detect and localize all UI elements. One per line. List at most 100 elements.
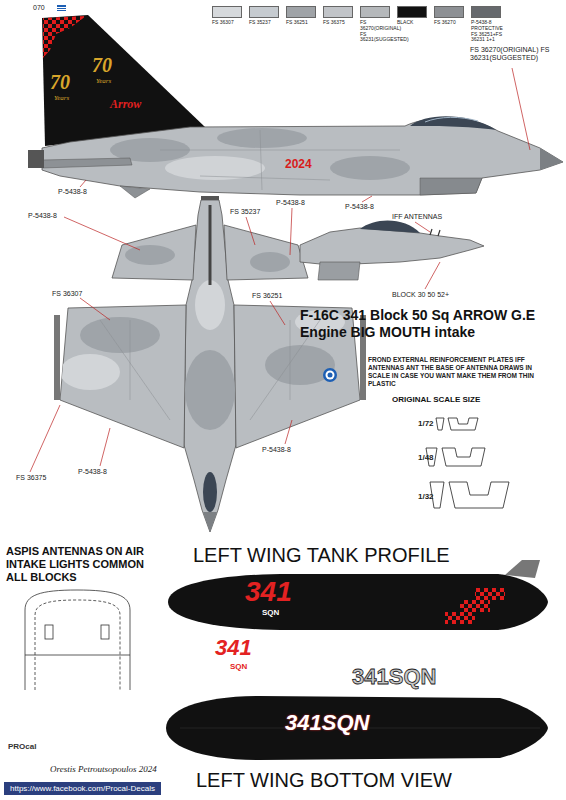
top-view xyxy=(60,354,120,390)
side-view xyxy=(330,156,410,180)
tail-number: 070 xyxy=(33,4,45,12)
side-view xyxy=(160,130,400,190)
legend-entry: BLACK xyxy=(397,6,433,26)
drop-tanks xyxy=(168,574,548,630)
nose-detail xyxy=(318,262,360,280)
scale-label: 1/72 xyxy=(418,419,434,428)
side-view xyxy=(28,150,44,168)
reinforcement-plates xyxy=(442,448,485,466)
color-callout: P-5438-8 xyxy=(58,188,87,196)
scale-label: 1/48 xyxy=(418,453,434,462)
side-view xyxy=(28,5,566,198)
tank-marking: 341SQN xyxy=(285,712,369,734)
leader-lines xyxy=(64,217,140,250)
leader-lines xyxy=(80,180,86,187)
top-view xyxy=(54,315,60,400)
side-view xyxy=(425,117,478,122)
legend-entry: FS 35237 xyxy=(249,6,285,26)
side-view xyxy=(110,128,566,180)
side-view xyxy=(540,140,566,180)
top-view xyxy=(203,472,217,512)
color-swatch xyxy=(360,6,390,18)
tank-marking: 341 xyxy=(245,578,292,606)
side-view xyxy=(57,9,66,10)
color-label: P-5438-8 PROTECTIVE FS 36251+FS 36231 1+… xyxy=(471,20,507,43)
note-text: FROND EXTERNAL REINFORCEMENT PLATES IFF … xyxy=(368,356,550,389)
reinforcement-plates xyxy=(426,418,509,508)
color-swatch xyxy=(286,6,316,18)
tail-art: Years xyxy=(54,94,69,102)
section-heading: LEFT WING TANK PROFILE xyxy=(193,545,450,565)
author-signature: Orestis Petroutsopoulos 2024 xyxy=(50,764,157,774)
side-view xyxy=(420,178,482,195)
color-callout: FS 35237 xyxy=(230,208,260,216)
color-callout: FS 36307 xyxy=(52,290,82,298)
side-view xyxy=(57,5,66,11)
tail-art: Arrow xyxy=(110,98,141,112)
color-swatch xyxy=(212,6,242,18)
nose-detail xyxy=(360,220,420,233)
tank-marking: SQN xyxy=(262,608,279,617)
legend-entry: P-5438-8 PROTECTIVE FS 36251+FS 36231 1+… xyxy=(471,6,507,43)
tail-art: 70 xyxy=(92,55,112,75)
top-view xyxy=(80,317,160,353)
color-callout: P-5438-8 xyxy=(262,446,291,454)
side-view xyxy=(410,116,496,130)
nose-detail xyxy=(300,220,484,280)
sheet-title: F-16C 341 Block 50 Sq ARROW G.E Engine B… xyxy=(300,307,562,341)
decal-marking: 341SQN xyxy=(352,666,436,688)
color-callout: FS 36375 xyxy=(16,474,46,482)
web-address: https://www.facebook.com/Procal-Decals xyxy=(4,782,161,795)
color-label: FS 36307 xyxy=(212,20,248,26)
color-label: FS 36251 xyxy=(286,20,322,26)
intake-detail xyxy=(25,590,130,690)
leader-lines xyxy=(80,298,110,320)
side-view xyxy=(43,16,86,58)
nose-detail xyxy=(430,229,440,236)
top-view xyxy=(250,252,290,272)
top-view xyxy=(224,225,308,280)
color-callout: P-5438-8 xyxy=(276,199,305,207)
decal-marking: 341 xyxy=(215,637,252,659)
leader-lines xyxy=(270,301,285,325)
color-swatch xyxy=(397,6,427,18)
intake-detail xyxy=(25,590,130,690)
section-heading: LEFT WING BOTTOM VIEW xyxy=(196,770,452,790)
intake-detail xyxy=(35,600,120,690)
leader-lines xyxy=(415,222,430,232)
fuselage-marking: 2024 xyxy=(285,158,312,172)
top-view xyxy=(125,245,175,265)
leader-lines xyxy=(246,217,255,245)
color-swatch xyxy=(471,6,501,18)
legend-entry: FS 36270(ORIGINAL) FS 36231(SUGGESTED) xyxy=(360,6,396,43)
color-swatch xyxy=(323,6,353,18)
color-label: BLACK xyxy=(397,20,433,26)
decal-marking: SQN xyxy=(230,662,247,671)
drop-tanks xyxy=(166,696,548,760)
side-view xyxy=(217,128,307,148)
top-view xyxy=(326,371,335,380)
top-view xyxy=(112,225,196,280)
color-swatch xyxy=(249,6,279,18)
intake-detail xyxy=(25,655,130,656)
side-view xyxy=(42,15,205,146)
top-view xyxy=(60,305,186,448)
note-text: ASPIS ANTENNAS ON AIR INTAKE LIGHTS COMM… xyxy=(6,545,151,585)
color-callout: P-5438-8 xyxy=(28,212,57,220)
top-view xyxy=(185,350,235,430)
leader-lines xyxy=(512,68,530,150)
top-view xyxy=(328,373,333,378)
leader-lines xyxy=(100,428,110,466)
color-label: FS 35237 xyxy=(249,20,285,26)
color-swatch xyxy=(434,6,464,18)
side-view xyxy=(42,118,563,195)
tail-art: 70 xyxy=(50,72,70,92)
leader-lines xyxy=(285,420,292,444)
side-view xyxy=(120,186,150,198)
leader-lines xyxy=(30,68,530,472)
part-label: BLOCK 30 50 52+ xyxy=(392,291,449,299)
tail-art: Years xyxy=(96,77,111,85)
leader-lines xyxy=(30,405,60,472)
leader-lines xyxy=(362,196,372,202)
